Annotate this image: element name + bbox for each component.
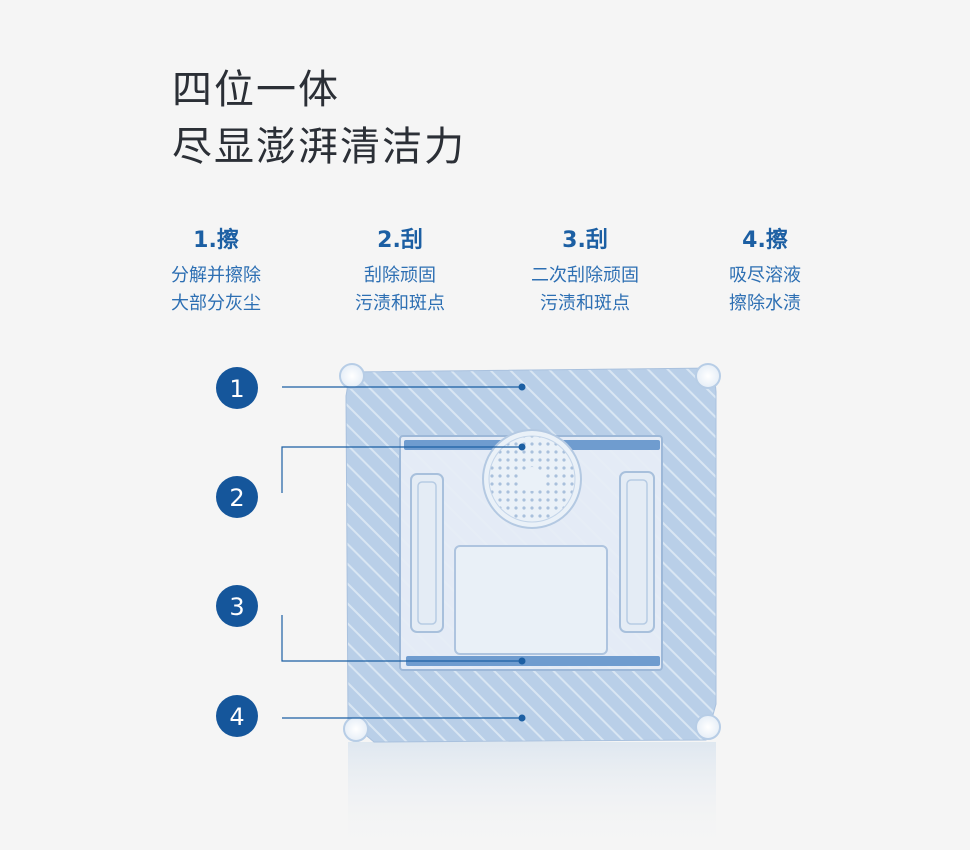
callout-badge-3-label: 3 bbox=[229, 593, 244, 621]
pad-reflection bbox=[348, 742, 716, 850]
leader-dot-4 bbox=[518, 714, 526, 722]
suction-grille-center bbox=[520, 467, 544, 491]
right-side-rail bbox=[619, 471, 655, 633]
callout-badge-1-label: 1 bbox=[229, 375, 244, 403]
left-side-rail bbox=[410, 473, 444, 633]
leader-line-2 bbox=[281, 446, 522, 493]
callout-badge-2: 2 bbox=[216, 476, 258, 518]
center-panel bbox=[454, 545, 608, 655]
corner-knob-bottom-right bbox=[695, 714, 721, 740]
leader-dot-3 bbox=[518, 657, 526, 665]
left-side-rail-inner bbox=[417, 481, 437, 625]
callout-badge-1: 1 bbox=[216, 367, 258, 409]
step-2-title: 2.刮 bbox=[377, 228, 423, 253]
step-2: 2.刮 刮除顽固 污渍和斑点 bbox=[315, 226, 485, 318]
corner-knob-bottom-left bbox=[343, 716, 369, 742]
callout-badge-2-label: 2 bbox=[229, 484, 244, 512]
step-4-title: 4.擦 bbox=[742, 228, 788, 253]
leader-dots bbox=[518, 383, 526, 722]
headline-line-2: 尽显澎湃清洁力 bbox=[172, 124, 466, 170]
step-4-desc-line-2: 擦除水渍 bbox=[729, 293, 801, 314]
leader-dot-2 bbox=[518, 443, 526, 451]
step-4: 4.擦 吸尽溶液 擦除水渍 bbox=[680, 226, 850, 318]
step-1-title: 1.擦 bbox=[193, 228, 239, 253]
step-3: 3.刮 二次刮除顽固 污渍和斑点 bbox=[500, 226, 670, 318]
step-2-desc-line-1: 刮除顽固 bbox=[364, 265, 436, 286]
corner-knob-top-left bbox=[339, 363, 365, 389]
bottom-scraper-bar bbox=[406, 656, 660, 666]
step-3-title: 3.刮 bbox=[562, 228, 608, 253]
step-3-desc-line-1: 二次刮除顽固 bbox=[531, 265, 639, 286]
callout-badge-4-label: 4 bbox=[229, 703, 244, 731]
callout-badge-4: 4 bbox=[216, 695, 258, 737]
corner-knob-top-right bbox=[695, 363, 721, 389]
step-2-desc-line-2: 污渍和斑点 bbox=[355, 293, 445, 314]
leader-line-3 bbox=[281, 615, 522, 662]
leader-dot-1 bbox=[518, 383, 526, 391]
right-side-rail-inner bbox=[626, 479, 648, 625]
leader-lines bbox=[281, 386, 522, 719]
headline: 四位一体 尽显澎湃清洁力 bbox=[172, 62, 466, 176]
callout-badge-3: 3 bbox=[216, 585, 258, 627]
step-1-desc-line-1: 分解并擦除 bbox=[171, 265, 261, 286]
step-1-desc-line-2: 大部分灰尘 bbox=[171, 293, 261, 314]
step-1: 1.擦 分解并擦除 大部分灰尘 bbox=[131, 226, 301, 318]
headline-line-1: 四位一体 bbox=[172, 67, 340, 113]
step-3-desc-line-2: 污渍和斑点 bbox=[540, 293, 630, 314]
step-4-desc-line-1: 吸尽溶液 bbox=[729, 265, 801, 286]
